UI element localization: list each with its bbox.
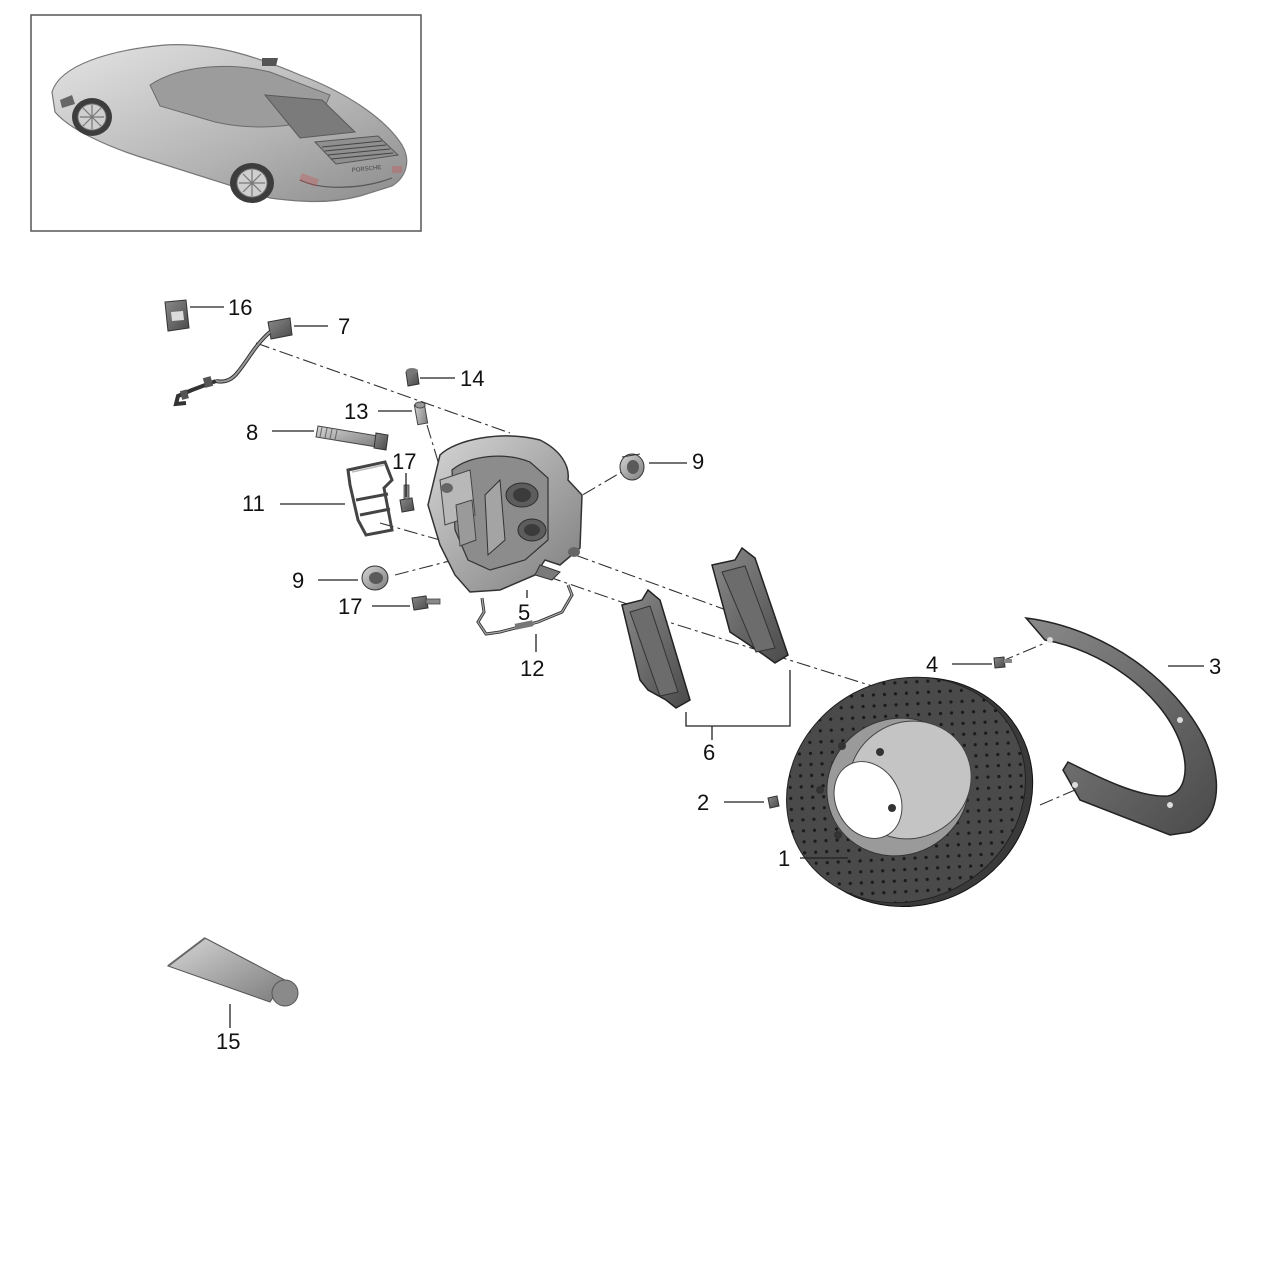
part-16-clip bbox=[164, 299, 190, 332]
callout-8: 8 bbox=[246, 420, 258, 445]
callout-9-upper: 9 bbox=[692, 449, 704, 474]
part-7-wear-sensor bbox=[173, 317, 293, 407]
part-9-seal-upper bbox=[619, 453, 645, 481]
vehicle-inset: PORSCHE bbox=[30, 14, 422, 232]
callout-4: 4 bbox=[926, 652, 938, 677]
callout-2: 2 bbox=[697, 790, 709, 815]
part-5-brake-caliper bbox=[427, 435, 583, 593]
part-14-bleed-cap bbox=[405, 368, 420, 387]
callout-9-lower: 9 bbox=[292, 568, 304, 593]
callout-1: 1 bbox=[778, 846, 790, 871]
vehicle-illustration: PORSCHE bbox=[51, 44, 408, 203]
wheel-rear bbox=[230, 163, 274, 203]
part-3-dust-shield bbox=[1024, 617, 1218, 836]
callout-11: 11 bbox=[242, 491, 265, 516]
callout-15: 15 bbox=[216, 1029, 240, 1054]
callout-7: 7 bbox=[338, 314, 350, 339]
callouts: 16 7 14 13 8 17 11 9 17 5 12 9 6 4 3 2 1… bbox=[216, 295, 1221, 1054]
part-9-seal-lower bbox=[361, 565, 389, 591]
callout-5: 5 bbox=[518, 600, 530, 625]
part-2-disc-screw bbox=[767, 795, 780, 809]
part-8-bolt bbox=[315, 425, 389, 451]
part-13-bleed-valve bbox=[413, 401, 429, 426]
part-15-grease-tube bbox=[166, 937, 299, 1007]
callout-3: 3 bbox=[1209, 654, 1221, 679]
leader-lines bbox=[190, 306, 1204, 1028]
part-17-bolt-upper bbox=[399, 484, 415, 513]
callout-6: 6 bbox=[703, 740, 715, 765]
callout-13: 13 bbox=[344, 399, 368, 424]
callout-17-upper: 17 bbox=[392, 449, 416, 474]
part-17-bolt-lower bbox=[411, 595, 441, 611]
wheel-front bbox=[72, 98, 112, 136]
callout-12: 12 bbox=[520, 656, 544, 681]
part-6-brake-pad-2 bbox=[711, 546, 789, 664]
callout-14: 14 bbox=[460, 366, 484, 391]
part-12-brake-line bbox=[476, 584, 574, 636]
part-6-brake-pad-1 bbox=[621, 588, 691, 709]
part-4-screw bbox=[993, 656, 1012, 669]
callout-17-lower: 17 bbox=[338, 594, 362, 619]
callout-16: 16 bbox=[228, 295, 252, 320]
vehicle-badge-text: PORSCHE bbox=[352, 165, 382, 174]
part-1-brake-disc bbox=[786, 676, 1034, 908]
part-11-spring-plate bbox=[346, 460, 394, 537]
